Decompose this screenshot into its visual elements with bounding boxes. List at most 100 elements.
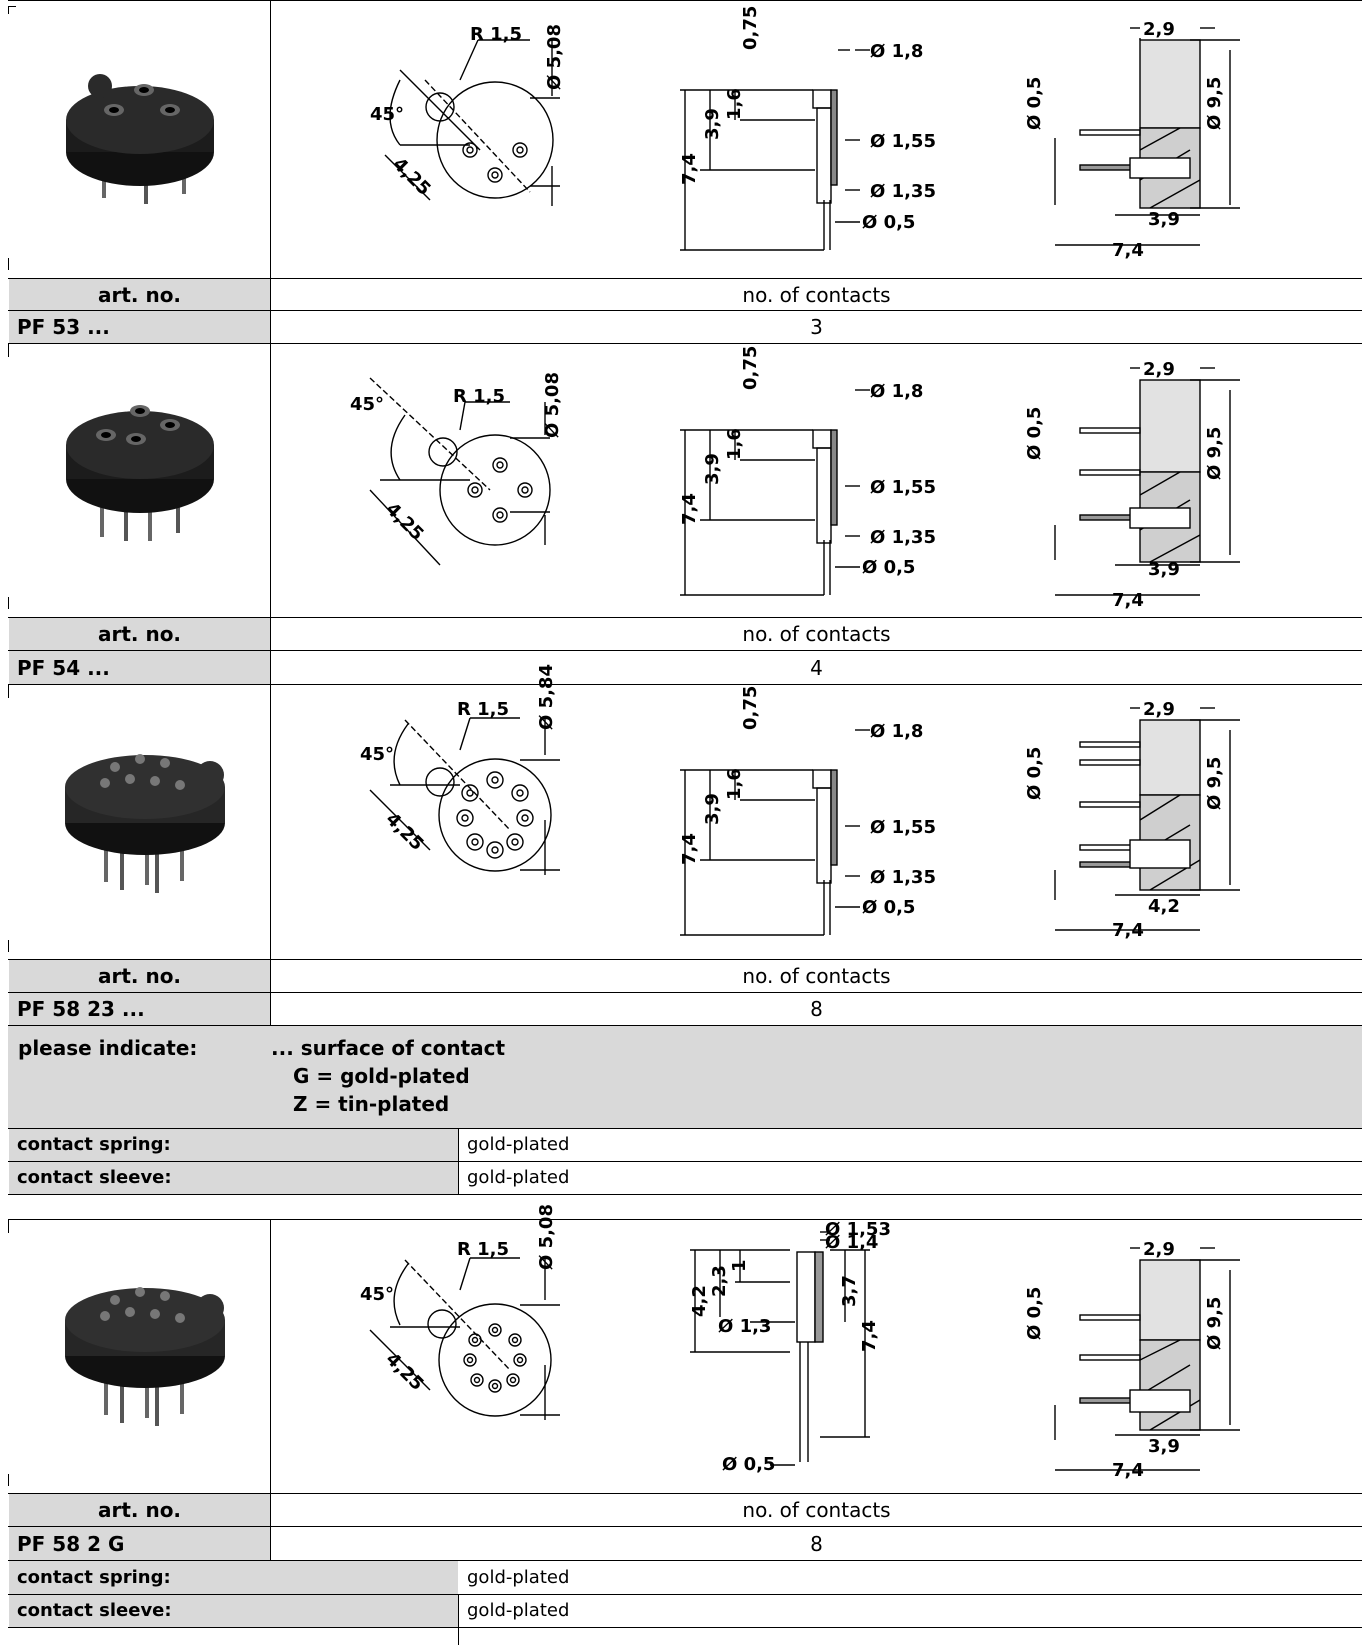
contact-spring-label: contact spring: bbox=[9, 1561, 458, 1594]
l74-label: 7,4 bbox=[679, 833, 700, 865]
art-no-value: PF 58 23 ... bbox=[9, 993, 270, 1025]
footprint-drawing-pf582g: R 1,5 45° Ø 5,08 4,25 bbox=[360, 1204, 590, 1440]
offset-label: 4,25 bbox=[388, 154, 434, 200]
offset-label: 4,25 bbox=[381, 809, 427, 855]
l39-label: 3,9 bbox=[702, 793, 723, 825]
contacts-header: no. of contacts bbox=[742, 964, 891, 988]
contacts-value: 4 bbox=[810, 655, 823, 680]
radius-label: R 1,5 bbox=[470, 24, 522, 45]
contact-sleeve-label: contact sleeve: bbox=[9, 1162, 458, 1194]
d05-side-label: Ø 0,5 bbox=[1024, 1287, 1045, 1340]
d18-label: Ø 1,8 bbox=[870, 381, 923, 402]
l37-label: 3,7 bbox=[839, 1275, 860, 1307]
angle-label: 45° bbox=[350, 394, 384, 415]
art-no-header: art. no. bbox=[9, 618, 270, 650]
socket-photo-pf582g bbox=[60, 1268, 230, 1428]
l39-label: 3,9 bbox=[702, 453, 723, 485]
contact-spring-label: contact spring: bbox=[9, 1129, 458, 1161]
l075-label: 0,75 bbox=[740, 346, 761, 390]
art-no-header: art. no. bbox=[9, 279, 270, 310]
l74-label: 7,4 bbox=[679, 493, 700, 525]
d05-label: Ø 0,5 bbox=[862, 212, 915, 233]
offset-label: 4,25 bbox=[381, 1349, 427, 1395]
contact-sleeve-value: gold-plated bbox=[467, 1167, 570, 1188]
contacts-header: no. of contacts bbox=[742, 622, 891, 646]
socket-photo-pf5823 bbox=[60, 735, 230, 895]
contact-drawing-pf53: Ø 1,8 Ø 1,55 Ø 1,35 Ø 0,5 0,75 1,6 3,9 7… bbox=[679, 6, 940, 260]
indicate-block: please indicate: ... surface of contact … bbox=[8, 1026, 1362, 1128]
l74-side-label: 7,4 bbox=[1112, 240, 1144, 261]
step-label: 4,2 bbox=[1148, 896, 1180, 917]
l075-label: 0,75 bbox=[740, 686, 761, 730]
radius-label: R 1,5 bbox=[453, 386, 505, 407]
d05-label: Ø 0,5 bbox=[862, 897, 915, 918]
l74-label: 7,4 bbox=[679, 153, 700, 185]
contact-spring-value: gold-plated bbox=[467, 1566, 570, 1588]
d18-label: Ø 1,8 bbox=[870, 721, 923, 742]
d155-label: Ø 1,55 bbox=[870, 477, 936, 498]
angle-label: 45° bbox=[370, 104, 404, 125]
d153-label: Ø 1,53 bbox=[825, 1219, 891, 1240]
l74-side-label: 7,4 bbox=[1112, 1460, 1144, 1481]
contact-sleeve-value: gold-plated bbox=[467, 1600, 570, 1621]
contact-drawing-pf54: Ø 1,8 Ø 1,55 Ø 1,35 Ø 0,5 0,75 1,6 3,9 7… bbox=[679, 346, 940, 600]
indicate-line1: ... surface of contact bbox=[271, 1036, 506, 1060]
contacts-value: 8 bbox=[810, 1531, 823, 1556]
indicate-label: please indicate: bbox=[18, 1036, 198, 1060]
contacts-value: 3 bbox=[810, 315, 823, 339]
d135-label: Ø 1,35 bbox=[870, 181, 936, 202]
d155-label: Ø 1,55 bbox=[870, 817, 936, 838]
d18-label: Ø 1,8 bbox=[870, 41, 923, 62]
socket-photo-pf53 bbox=[60, 70, 220, 220]
contacts-header: no. of contacts bbox=[742, 282, 891, 307]
d135-label: Ø 1,35 bbox=[870, 867, 936, 888]
contact-sleeve-label: contact sleeve: bbox=[9, 1595, 458, 1627]
l16-label: 1,6 bbox=[724, 768, 745, 800]
art-no-value: PF 58 2 G bbox=[9, 1527, 270, 1560]
contacts-header: no. of contacts bbox=[742, 1498, 891, 1522]
indicate-line3: Z = tin-plated bbox=[293, 1092, 450, 1116]
radius-label: R 1,5 bbox=[457, 1239, 509, 1260]
art-no-header: art. no. bbox=[9, 960, 270, 992]
w29-label: 2,9 bbox=[1143, 1239, 1175, 1260]
l74-label: 7,4 bbox=[859, 1320, 880, 1352]
pcd-label: Ø 5,84 bbox=[536, 664, 557, 730]
indicate-line2: G = gold-plated bbox=[293, 1064, 470, 1088]
l74-side-label: 7,4 bbox=[1112, 590, 1144, 611]
d05-side-label: Ø 0,5 bbox=[1024, 407, 1045, 460]
radius-label: R 1,5 bbox=[457, 699, 509, 720]
angle-label: 45° bbox=[360, 1284, 394, 1305]
pcd-label: Ø 5,08 bbox=[536, 1204, 557, 1270]
l16-label: 1,6 bbox=[724, 88, 745, 120]
angle-label: 45° bbox=[360, 744, 394, 765]
art-no-value: PF 54 ... bbox=[9, 651, 270, 684]
offset-label: 4,25 bbox=[381, 499, 427, 545]
pcd-label: Ø 5,08 bbox=[544, 24, 565, 90]
l39-label: 3,9 bbox=[702, 108, 723, 140]
art-no-value: PF 53 ... bbox=[9, 311, 270, 343]
d05-side-label: Ø 0,5 bbox=[1024, 77, 1045, 130]
l42-label: 4,2 bbox=[689, 1285, 710, 1317]
w29-label: 2,9 bbox=[1143, 19, 1175, 40]
contacts-value: 8 bbox=[810, 997, 823, 1021]
l23-label: 2,3 bbox=[709, 1265, 730, 1297]
d05-label: Ø 0,5 bbox=[722, 1454, 775, 1475]
h95-label: Ø 9,5 bbox=[1204, 757, 1225, 810]
step-label: 3,9 bbox=[1148, 209, 1180, 230]
l1-label: 1 bbox=[729, 1259, 750, 1272]
pcd-label: Ø 5,08 bbox=[542, 372, 563, 438]
socket-photo-pf54 bbox=[60, 395, 220, 555]
d05-label: Ø 0,5 bbox=[862, 557, 915, 578]
footprint-drawing-pf54: R 1,5 45° Ø 5,08 4,25 bbox=[350, 360, 590, 580]
w29-label: 2,9 bbox=[1143, 699, 1175, 720]
contact-spring-value: gold-plated bbox=[467, 1134, 570, 1155]
side-drawing-pf5823: 2,9 Ø 9,5 Ø 0,5 4,2 7,4 bbox=[1024, 690, 1280, 941]
step-label: 3,9 bbox=[1148, 1436, 1180, 1457]
d05-side-label: Ø 0,5 bbox=[1024, 747, 1045, 800]
side-drawing-pf54: 2,9 Ø 9,5 Ø 0,5 3,9 7,4 bbox=[1024, 350, 1280, 611]
l74-side-label: 7,4 bbox=[1112, 920, 1144, 941]
step-label: 3,9 bbox=[1148, 559, 1180, 580]
h95-label: Ø 9,5 bbox=[1204, 427, 1225, 480]
h95-label: Ø 9,5 bbox=[1204, 77, 1225, 130]
d14-label: Ø 1,4 bbox=[825, 1232, 878, 1253]
